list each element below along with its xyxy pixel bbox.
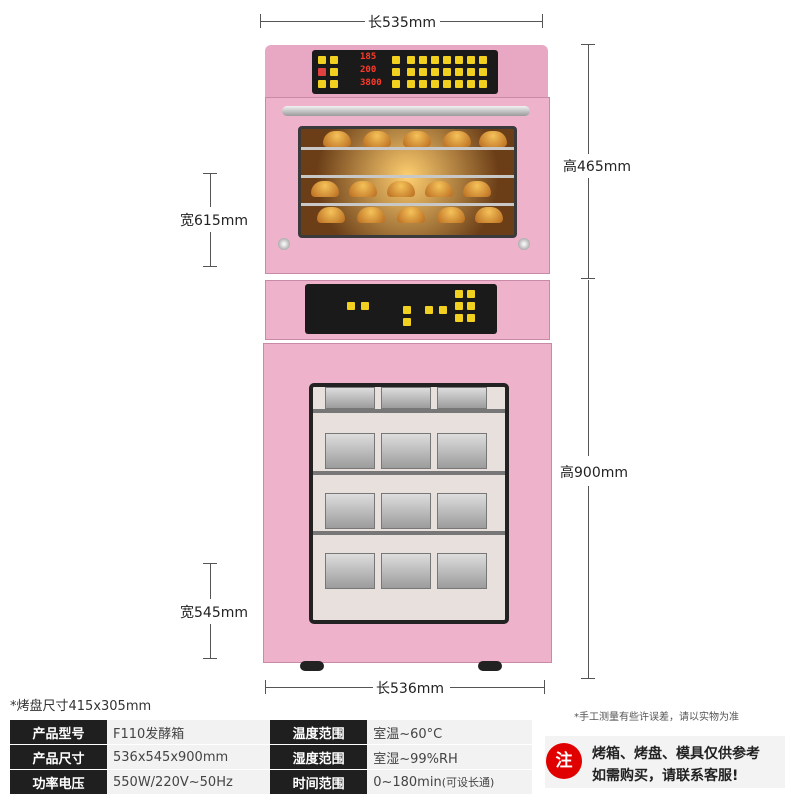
measurement-note: *手工测量有些许误差，请以实物为准 bbox=[574, 712, 739, 723]
proofer-control-panel bbox=[305, 284, 497, 334]
tray-size-note: *烤盘尺寸415x305mm bbox=[10, 699, 152, 714]
lower-width-label: 宽545mm bbox=[180, 605, 248, 621]
door-handle bbox=[282, 106, 530, 116]
spec-key: 湿度范围 bbox=[270, 744, 368, 770]
dim-tick bbox=[581, 678, 595, 679]
time-display: 3800 bbox=[360, 78, 382, 88]
table-row: 功率电压 550W/220V~50Hz 时间范围 0~180min(可设长通) bbox=[10, 769, 532, 795]
spec-value: 室温~60°C bbox=[367, 720, 532, 745]
proofer-window bbox=[309, 383, 509, 624]
dim-tick bbox=[203, 658, 217, 659]
spec-key: 产品型号 bbox=[10, 720, 107, 745]
spec-value: F110发酵箱 bbox=[107, 720, 271, 745]
dim-tick bbox=[544, 680, 545, 694]
top-length-label: 长535mm bbox=[368, 15, 436, 31]
dim-line bbox=[450, 687, 544, 688]
temp-display-2: 200 bbox=[360, 65, 377, 75]
lower-height-label: 高900mm bbox=[560, 465, 628, 481]
upper-height-label: 高465mm bbox=[563, 159, 631, 175]
dim-line bbox=[440, 21, 542, 22]
upper-control-panel: 185 200 3800 bbox=[312, 50, 498, 94]
notice-badge: 注 bbox=[546, 743, 582, 779]
spec-table: 产品型号 F110发酵箱 温度范围 室温~60°C 产品尺寸 536x545x9… bbox=[10, 720, 532, 795]
temp-display-1: 185 bbox=[360, 52, 377, 62]
wheel-icon bbox=[300, 661, 324, 671]
table-row: 产品尺寸 536x545x900mm 湿度范围 室湿~99%RH bbox=[10, 744, 532, 770]
notice-line-2: 如需购买，请联系客服! bbox=[592, 768, 739, 784]
wheel-icon bbox=[478, 661, 502, 671]
dim-line bbox=[588, 178, 589, 278]
spec-key: 功率电压 bbox=[10, 769, 107, 795]
notice-line-1: 烤箱、烤盘、模具仅供参考 bbox=[592, 746, 760, 762]
time-range-value: 0~180min bbox=[373, 775, 442, 790]
time-range-extra: (可设长通) bbox=[441, 776, 495, 789]
dim-line bbox=[588, 486, 589, 678]
spec-key: 产品尺寸 bbox=[10, 744, 107, 770]
knob-icon bbox=[278, 238, 290, 250]
dim-tick bbox=[542, 14, 543, 28]
dim-line bbox=[210, 173, 211, 207]
spec-value: 550W/220V~50Hz bbox=[107, 769, 271, 795]
dim-line bbox=[210, 624, 211, 658]
spec-value: 室湿~99%RH bbox=[367, 744, 532, 770]
dim-line bbox=[588, 280, 589, 456]
dim-line bbox=[210, 563, 211, 599]
dim-line bbox=[588, 44, 589, 154]
upper-oven-window bbox=[298, 126, 517, 238]
knob-icon bbox=[518, 238, 530, 250]
table-row: 产品型号 F110发酵箱 温度范围 室温~60°C bbox=[10, 720, 532, 745]
spec-key: 温度范围 bbox=[270, 720, 368, 745]
spec-value: 536x545x900mm bbox=[107, 744, 271, 770]
upper-width-label: 宽615mm bbox=[180, 213, 248, 229]
dim-line bbox=[260, 21, 365, 22]
spec-key: 时间范围 bbox=[270, 769, 368, 795]
dim-tick bbox=[203, 266, 217, 267]
notice-box bbox=[545, 736, 785, 788]
dim-line bbox=[265, 687, 373, 688]
spec-value: 0~180min(可设长通) bbox=[367, 769, 532, 795]
dim-line bbox=[210, 232, 211, 266]
dim-tick bbox=[581, 278, 595, 279]
bottom-length-label: 长536mm bbox=[376, 681, 444, 697]
